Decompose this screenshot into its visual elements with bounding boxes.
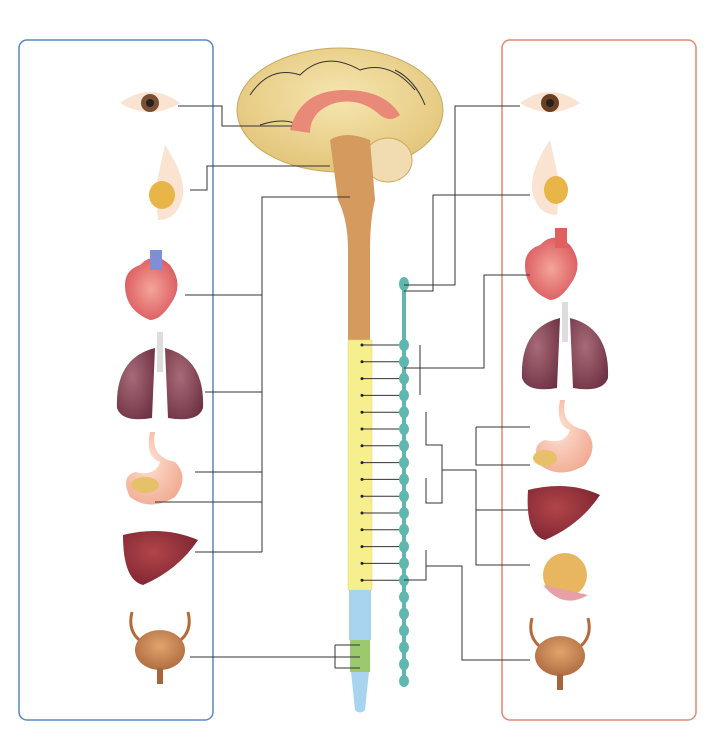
cord-neuron-dot [360, 377, 364, 381]
left-bladder [129, 611, 191, 684]
parasympathetic-box [18, 39, 214, 721]
chain-ganglion [399, 355, 409, 368]
left-stomach [126, 432, 183, 505]
cord-neuron-dot [360, 511, 364, 515]
right-liver [527, 486, 600, 540]
brainstem [330, 135, 375, 340]
right-eye [520, 92, 580, 112]
chain-ganglion [399, 406, 409, 419]
cord-neuron-dot [360, 410, 364, 414]
cord-neuron-dot [360, 360, 364, 364]
chain-ganglion [399, 641, 409, 654]
chain-ganglion [399, 523, 409, 536]
cord-neuron-dot [360, 427, 364, 431]
chain-ganglion [399, 557, 409, 570]
chain-ganglion [399, 540, 409, 553]
chain-ganglion [399, 658, 409, 671]
cord-neuron-dot [360, 343, 364, 347]
cord-neuron-dot [360, 393, 364, 397]
cord-neuron-dot [360, 494, 364, 498]
chain-ganglion [399, 624, 409, 637]
cord-neuron-dot [360, 477, 364, 481]
chain-ganglion [399, 490, 409, 503]
left-eye [120, 92, 180, 112]
right-heart [525, 228, 578, 300]
chain-ganglion [399, 372, 409, 385]
sympathetic-nerve-lines [404, 105, 530, 661]
chain-ganglion [399, 591, 409, 603]
left-salivary-glands [149, 145, 184, 220]
left-heart [125, 250, 178, 320]
cord-neuron-dot [360, 528, 364, 532]
left-lungs [116, 332, 204, 420]
cord-neuron-dot [360, 545, 364, 549]
right-bladder [529, 617, 591, 690]
chain-ganglion [399, 439, 409, 452]
right-stomach [533, 400, 593, 473]
chain-ganglion [399, 607, 409, 620]
sympathetic-box [501, 39, 697, 721]
cord-neuron-dot [360, 444, 364, 448]
sympathetic-chain [399, 277, 409, 687]
left-liver [123, 531, 198, 585]
chain-ganglion [399, 456, 409, 469]
right-salivary-glands [531, 140, 568, 215]
cord-neuron-dot [360, 578, 364, 582]
right-lungs [521, 302, 609, 390]
chain-ganglion [399, 423, 409, 435]
chain-ganglion [399, 389, 409, 402]
spinal-cord [347, 339, 373, 713]
chain-ganglion [399, 473, 409, 486]
cord-segment-lines [360, 343, 404, 582]
cord-neuron-dot [360, 461, 364, 465]
chain-ganglion [399, 339, 409, 351]
right-pancreas [543, 553, 588, 601]
parasympathetic-nerve-lines [155, 105, 360, 669]
chain-ganglion [399, 675, 409, 687]
cord-neuron-dot [360, 561, 364, 565]
chain-ganglion [399, 507, 409, 519]
